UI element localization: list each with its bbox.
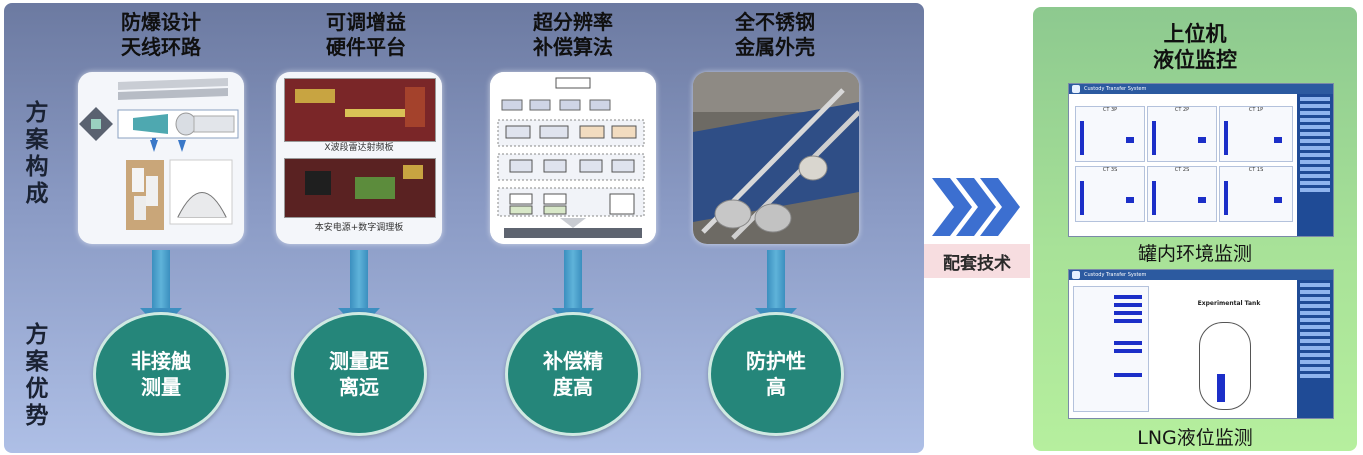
column-title-hardware: 可调增益 硬件平台: [326, 10, 406, 59]
screenshot1-window-title: Custody Transfer System: [1084, 86, 1147, 92]
pcb-board-image: X波段雷达射频板 本安电源+数字调理板: [276, 72, 442, 244]
tank-environment-screenshot: Custody Transfer System CT 3P CT 2P CT 1…: [1068, 83, 1334, 237]
digital-board: [284, 158, 436, 218]
rf-board: [284, 78, 436, 142]
tank-card: CT 2S: [1147, 166, 1217, 222]
host-monitor-title: 上位机 液位监控: [1153, 22, 1237, 72]
tank-card: CT 1S: [1219, 166, 1293, 222]
parameter-table: [1073, 286, 1149, 412]
side-label-composition: 方案构成: [25, 100, 49, 207]
supporting-tech-tag: 配套技术: [924, 244, 1030, 278]
digital-board-label: 本安电源+数字调理板: [314, 223, 404, 233]
screenshot2-window-title: Custody Transfer System: [1084, 272, 1147, 278]
advantage-circle-non-contact: 非接触 测量: [93, 312, 229, 436]
steel-housing-photo: [693, 72, 859, 244]
triple-chevron-right-icon: [932, 178, 1020, 236]
side-label-advantages: 方案优势: [25, 322, 49, 429]
tank-card: CT 2P: [1147, 106, 1217, 162]
host-monitor-panel: 上位机 液位监控 Custody Transfer System CT 3P C…: [1033, 7, 1357, 451]
antenna-loop-image: [78, 72, 244, 244]
tank-level-bar: [1217, 374, 1225, 402]
algorithm-flowchart-image: [490, 72, 656, 244]
down-arrow-2: [350, 250, 368, 312]
down-arrow-3: [564, 250, 582, 312]
tank-card: CT 3P: [1075, 106, 1145, 162]
experimental-tank-title: Experimental Tank: [1197, 300, 1261, 307]
tank-card: CT 3S: [1075, 166, 1145, 222]
lng-level-caption: LNG液位监测: [1137, 427, 1253, 449]
rf-board-label: X波段雷达射频板: [324, 143, 394, 153]
app-logo-icon: [1072, 85, 1080, 93]
tank-outline: [1199, 322, 1251, 410]
tank-environment-caption: 罐内环境监测: [1137, 243, 1252, 265]
lng-level-screenshot: Custody Transfer System Experimental Tan…: [1068, 269, 1334, 419]
down-arrow-4: [767, 250, 785, 312]
screenshot1-side-menu: [1297, 94, 1333, 236]
column-title-antenna: 防爆设计 天线环路: [121, 10, 201, 59]
screenshot2-side-menu: [1297, 280, 1333, 418]
column-title-algorithm: 超分辨率 补偿算法: [533, 10, 613, 59]
advantage-circle-long-range: 测量距 离远: [291, 312, 427, 436]
tank-card: CT 1P: [1219, 106, 1293, 162]
advantage-circle-high-accuracy: 补偿精 度高: [505, 312, 641, 436]
advantage-circle-high-protection: 防护性 高: [708, 312, 844, 436]
column-title-housing: 全不锈钢 金属外壳: [735, 10, 815, 59]
down-arrow-1: [152, 250, 170, 312]
app-logo-icon: [1072, 271, 1080, 279]
